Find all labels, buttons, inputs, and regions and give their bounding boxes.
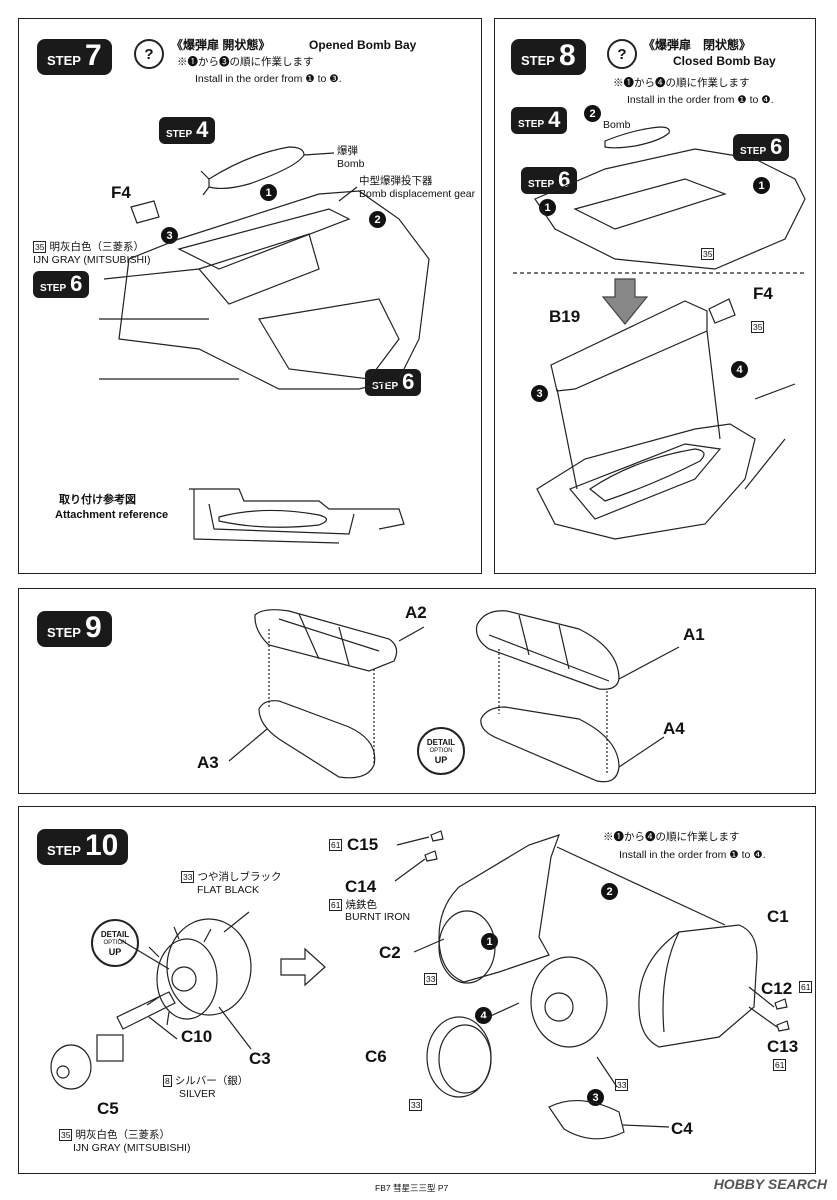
order-icon: ? <box>134 39 164 69</box>
ref-title-en: Attachment reference <box>55 509 169 521</box>
order-3: 3 <box>161 227 178 244</box>
part-c10: C10 <box>181 1027 213 1046</box>
part-c13: C13 <box>767 1037 799 1056</box>
step8-title-jp: 《爆弾扉 閉状態》 <box>643 38 752 52</box>
step8-note-en: Install in the order from ❶ to ❹. <box>627 94 774 106</box>
part-c5: C5 <box>97 1099 119 1118</box>
step7-title-jp: 《爆弾扉 開状態》 <box>171 38 271 52</box>
step7-drawing <box>99 146 430 544</box>
order-4-10: 4 <box>475 1007 492 1024</box>
order-4-8: 4 <box>731 361 748 378</box>
order-icon-8: ? <box>607 39 637 69</box>
ref-title-jp: 取り付け参考図 <box>59 494 136 506</box>
step9-drawing <box>228 609 680 783</box>
paint-35-8: 35 <box>701 248 715 260</box>
part-c14: C14 <box>345 877 377 896</box>
step8-title-en: Closed Bomb Bay <box>673 54 776 68</box>
step7-note-en: Install in the order from ❶ to ❸. <box>195 73 342 85</box>
order-2-8: 2 <box>584 105 601 122</box>
step10-note-en: Install in the order from ❶ to ❹. <box>619 849 766 861</box>
step7-title-en: Opened Bomb Bay <box>309 38 417 52</box>
part-a4: A4 <box>663 719 685 738</box>
part-f4: F4 <box>111 183 131 202</box>
silver-en: SILVER <box>179 1088 216 1100</box>
page-footer: FB7 彗星三三型 P7 <box>375 1183 449 1193</box>
part-b19: B19 <box>549 307 581 326</box>
step8-note-jp: ※❶から❹の順に作業します <box>613 77 750 89</box>
part-c15: C15 <box>347 835 379 854</box>
step8-drawing <box>513 126 806 540</box>
step10-drawing <box>50 830 790 1140</box>
watermark: HOBBY SEARCH <box>713 1176 827 1192</box>
order-2-10: 2 <box>601 883 618 900</box>
part-a2: A2 <box>405 603 427 622</box>
burnt-iron-en: BURNT IRON <box>345 911 411 923</box>
step7-note-jp: ※❶から❸の順に作業します <box>177 56 314 68</box>
part-f4-8: F4 <box>753 284 773 303</box>
step10-note-jp: ※❶から❹の順に作業します <box>603 831 740 843</box>
bomb-label-jp: 爆弾 <box>337 145 358 157</box>
part-a3: A3 <box>197 753 219 772</box>
paint-61-c15: 61 <box>329 839 343 851</box>
paint-35-8b: 35 <box>751 321 765 333</box>
paint-61-c12: 61 <box>799 981 813 993</box>
part-c12: C12 <box>761 979 793 998</box>
bomb-label-en: Bomb <box>337 158 365 170</box>
order-2: 2 <box>369 211 386 228</box>
paint-61-c13: 61 <box>773 1059 787 1071</box>
part-c3: C3 <box>249 1049 271 1068</box>
order-1: 1 <box>260 184 277 201</box>
ijn-gray-en: IJN GRAY (MITSUBISHI) <box>73 1142 191 1154</box>
part-c1: C1 <box>767 907 789 926</box>
paint-label-en: IJN GRAY (MITSUBISHI) <box>33 254 151 266</box>
flat-black-en: FLAT BLACK <box>197 884 260 896</box>
gear-label-en: Bomb displacement gear <box>359 188 476 200</box>
part-c4: C4 <box>671 1119 693 1138</box>
bomb-label-8: Bomb <box>603 119 631 131</box>
part-c6: C6 <box>365 1047 387 1066</box>
order-3-8: 3 <box>531 385 548 402</box>
gear-label-jp: 中型爆弾投下器 <box>359 175 433 187</box>
part-a1: A1 <box>683 625 705 644</box>
order-1-8b: 1 <box>753 177 770 194</box>
part-c2: C2 <box>379 943 401 962</box>
paint-33-c6: 33 <box>409 1099 423 1111</box>
paint-33-c2: 33 <box>424 973 438 985</box>
